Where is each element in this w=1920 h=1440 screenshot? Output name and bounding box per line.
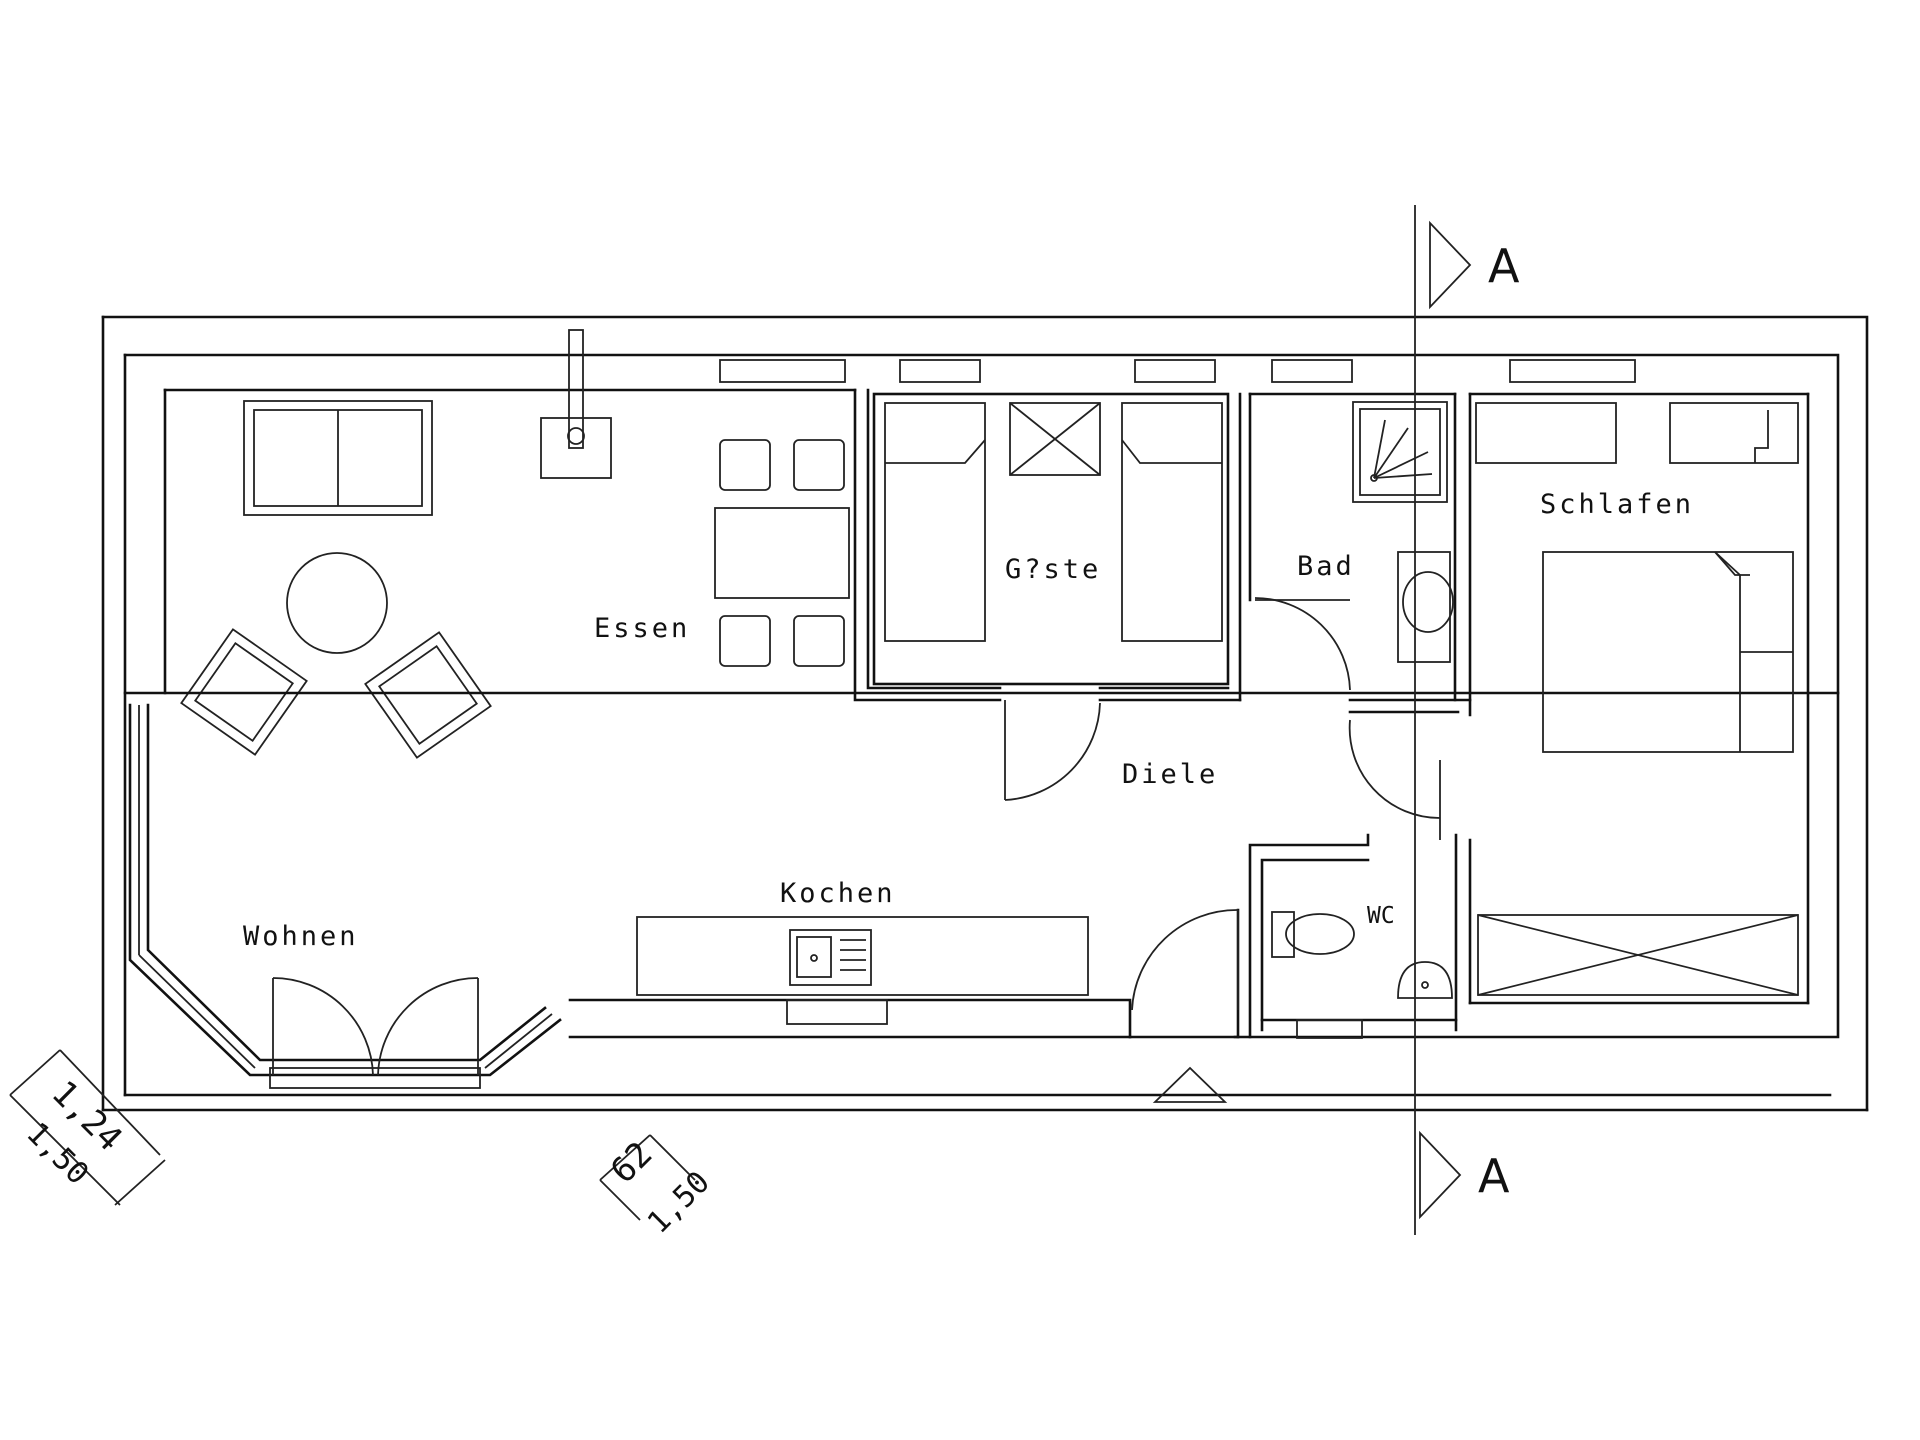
section-line (1414, 205, 1472, 1235)
terrace-door (272, 977, 479, 1076)
wc-sink (1397, 961, 1453, 999)
dimension-mid-lower: 1,50 (641, 1165, 717, 1241)
bedroom-wardrobe (1477, 914, 1799, 996)
bathroom-sink (1397, 551, 1454, 663)
kitchen-window (786, 999, 888, 1025)
top-windows (719, 359, 1636, 383)
section-label-top: A (1488, 239, 1520, 293)
room-label-essen: Essen (594, 613, 690, 644)
kitchen-counter (636, 916, 1089, 996)
stove (540, 329, 612, 479)
coffee-table (286, 552, 388, 654)
bedroom-dresser (1475, 402, 1799, 464)
room-label-wohnen: Wohnen (243, 921, 359, 952)
room-label-wc: WC (1367, 903, 1395, 929)
guest-door (1004, 700, 1101, 801)
dimension-marks (9, 1049, 696, 1221)
room-label-bad: Bad (1297, 551, 1355, 582)
entrance-marker (1152, 1066, 1228, 1103)
bedroom-door (1348, 719, 1441, 840)
room-label-kochen: Kochen (780, 878, 896, 909)
exterior-walls (101, 315, 1869, 1112)
wc-window (1296, 1019, 1363, 1039)
dimension-mid-upper: 62 (603, 1134, 660, 1191)
guest-bed-left (884, 402, 986, 642)
bath-door (1254, 597, 1351, 691)
guest-bed-right (1121, 402, 1223, 642)
shower (1352, 401, 1448, 503)
room-label-schlafen: Schlafen (1540, 489, 1694, 520)
toilet (1271, 911, 1355, 958)
double-bed (1542, 551, 1794, 753)
dining-set (714, 439, 850, 667)
room-label-diele: Diele (1122, 759, 1218, 790)
armchair-right (364, 631, 492, 759)
guest-wardrobe (1009, 402, 1101, 476)
sofa (243, 400, 433, 516)
section-label-bottom: A (1478, 1149, 1510, 1203)
room-label-gaeste: G?ste (1005, 554, 1101, 585)
entrance-door (1131, 909, 1239, 1011)
bay-window (128, 703, 562, 1089)
armchair-left (180, 628, 308, 756)
